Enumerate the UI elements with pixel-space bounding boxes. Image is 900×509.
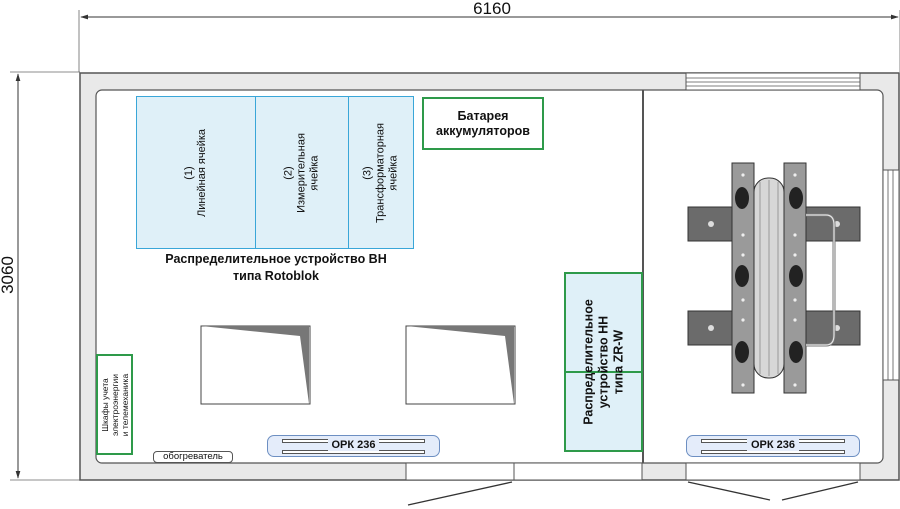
lv-switchgear-label: Распределительное устройство НН типа ZR-… <box>581 299 626 425</box>
metering-cabinet-label: Шкафы учета электроэнергии и телемеханик… <box>100 373 130 435</box>
hv-cell-label: (1) Линейная ячейка <box>183 128 209 216</box>
cell-number: (3) <box>361 165 374 180</box>
heater: обогреватель <box>153 451 233 463</box>
door-opening-transformer <box>685 462 861 481</box>
cell-name: Измерительная <box>295 132 308 213</box>
cell-number: (2) <box>282 165 295 180</box>
lv-label-line: устройство НН <box>596 315 610 409</box>
cell-name: ячейка <box>308 154 321 191</box>
hv-cell-transformer: (3) Трансформаторная ячейка <box>348 96 414 249</box>
lamp-left: ОРК 236 <box>267 435 440 457</box>
partition-wall <box>642 90 644 463</box>
cell-name: ячейка <box>387 154 400 191</box>
battery-label: аккумуляторов <box>436 123 530 138</box>
vent-grille-right <box>405 325 516 405</box>
door-swing-icon <box>407 481 859 506</box>
battery-label: Батарея <box>457 108 509 123</box>
cell-name: Линейная ячейка <box>196 128 208 217</box>
lamp-right: ОРК 236 <box>686 435 860 457</box>
cell-name: Трансформаторная <box>374 122 387 223</box>
metering-label-line: электроэнергии <box>109 373 120 436</box>
caption-line: Распределительное устройство ВН <box>165 252 387 266</box>
hv-cell-label: (2) Измерительная ячейка <box>283 133 322 213</box>
lv-switchgear-box: Распределительное устройство НН типа ZR-… <box>564 272 643 452</box>
width-dimension-label: 6160 <box>473 0 511 18</box>
metering-cabinet-box: Шкафы учета электроэнергии и телемеханик… <box>96 354 133 455</box>
hv-cell-line: (1) Линейная ячейка <box>136 96 256 249</box>
metering-label-line: Шкафы учета <box>99 377 110 432</box>
battery-box: Батарея аккумуляторов <box>422 97 544 150</box>
hv-cell-label: (3) Трансформаторная ячейка <box>362 123 401 223</box>
height-dimension-label: 3060 <box>0 256 17 294</box>
heater-label: обогреватель <box>163 451 223 462</box>
vent-grille-left <box>200 325 311 405</box>
metering-label-line: и телемеханика <box>119 373 130 436</box>
lamp-label: ОРК 236 <box>328 439 379 451</box>
width-dimension-line <box>78 10 900 72</box>
hv-switchgear-caption: Распределительное устройство ВН типа Rot… <box>136 251 416 285</box>
side-window-icon <box>882 169 900 381</box>
lv-label-line: типа ZR-W <box>611 329 625 395</box>
hv-cell-metering: (2) Измерительная ячейка <box>255 96 349 249</box>
lamp-label: ОРК 236 <box>747 439 799 451</box>
height-dimension-line <box>10 71 80 481</box>
door-opening-switchgear <box>405 462 643 481</box>
lv-label-line: Распределительное <box>581 299 595 425</box>
caption-line: типа Rotoblok <box>233 269 319 283</box>
transformer-icon <box>687 162 861 394</box>
window-icon <box>685 72 861 91</box>
lv-switchgear-divider <box>566 371 641 373</box>
cell-number: (1) <box>183 165 195 180</box>
